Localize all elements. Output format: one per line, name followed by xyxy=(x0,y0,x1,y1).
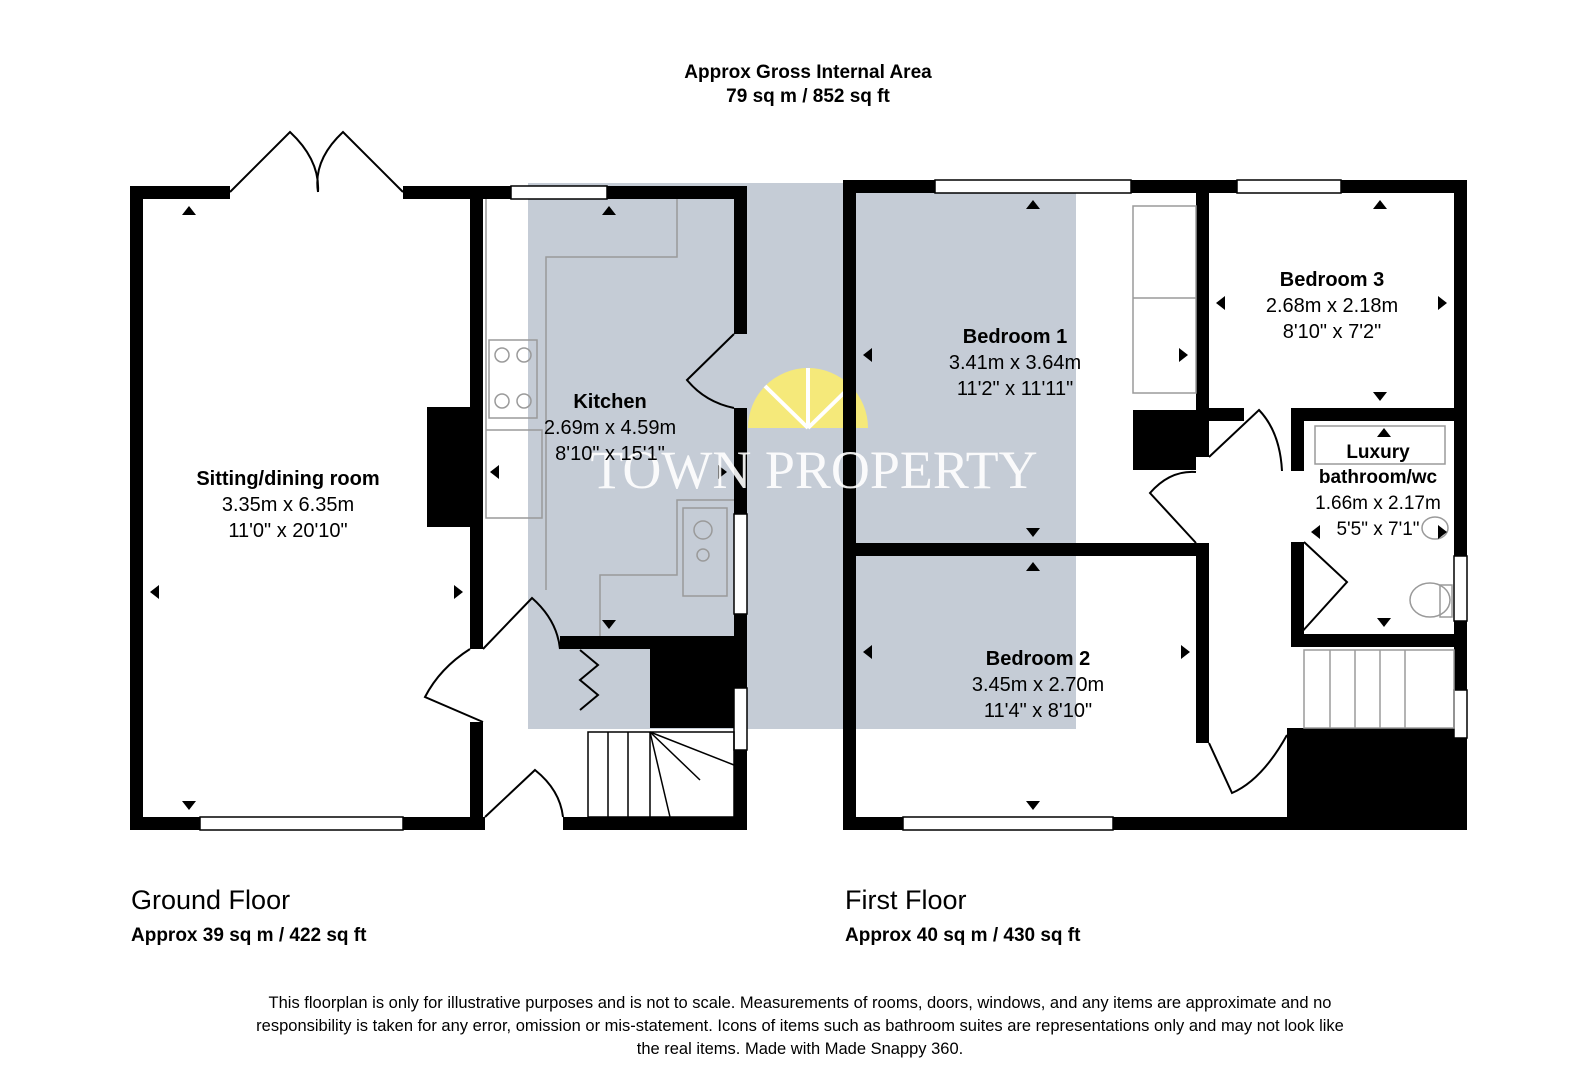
watermark-text: TOWN PROPERTY xyxy=(590,440,1037,500)
ground-floor-area: Approx 39 sq m / 422 sq ft xyxy=(131,925,367,946)
watermark-band-lower xyxy=(850,183,1076,729)
dimension-arrows xyxy=(150,200,1447,810)
room-label-bedroom-1: Bedroom 1 3.41m x 3.64m 11'2" x 11'11" xyxy=(949,326,1081,400)
room-imperial: 11'4" x 8'10" xyxy=(984,700,1092,722)
ground-floor-stairs xyxy=(587,731,735,818)
room-imperial: 11'0" x 20'10" xyxy=(228,520,347,542)
room-label-bathroom: Luxury bathroom/wc 1.66m x 2.17m 5'5" x … xyxy=(1315,442,1441,540)
room-name: Sitting/dining room xyxy=(196,468,379,490)
room-name: Bedroom 2 xyxy=(986,648,1090,670)
room-metric: 3.45m x 2.70m xyxy=(972,674,1104,696)
header-title: Approx Gross Internal Area xyxy=(684,62,932,83)
first-floor-area: Approx 40 sq m / 430 sq ft xyxy=(845,925,1081,946)
room-imperial: 5'5" x 7'1" xyxy=(1336,519,1419,540)
room-name: Kitchen xyxy=(573,391,646,413)
first-floor-plan xyxy=(843,180,1467,830)
room-imperial: 8'10" x 7'2" xyxy=(1283,321,1382,343)
first-floor-windows xyxy=(902,179,1468,831)
room-metric: 3.35m x 6.35m xyxy=(222,494,354,516)
room-imperial: 11'2" x 11'11" xyxy=(957,378,1073,400)
room-label-kitchen: Kitchen 2.69m x 4.59m 8'10" x 15'1" xyxy=(544,391,676,465)
first-floor-fixtures xyxy=(1132,205,1455,729)
first-floor-title: First Floor xyxy=(845,885,967,915)
ground-floor-title: Ground Floor xyxy=(131,885,291,915)
ground-floor-doors xyxy=(229,130,735,818)
room-label-sitting: Sitting/dining room 3.35m x 6.35m 11'0" … xyxy=(196,468,379,542)
disclaimer-text: This floorplan is only for illustrative … xyxy=(256,994,1344,1058)
room-metric: 3.41m x 3.64m xyxy=(949,352,1081,374)
room-name-line-2: bathroom/wc xyxy=(1319,467,1438,488)
room-label-bedroom-2: Bedroom 2 3.45m x 2.70m 11'4" x 8'10" xyxy=(972,648,1104,722)
first-floor-doors xyxy=(1148,408,1349,795)
kitchen-fixtures xyxy=(485,199,734,636)
room-metric: 2.68m x 2.18m xyxy=(1266,295,1398,317)
ground-floor-windows xyxy=(199,185,748,831)
room-name: Luxury xyxy=(1346,442,1410,463)
room-metric: 1.66m x 2.17m xyxy=(1315,493,1441,514)
header-area: 79 sq m / 852 sq ft xyxy=(726,86,890,107)
room-name: Bedroom 3 xyxy=(1280,269,1384,291)
room-imperial: 8'10" x 15'1" xyxy=(555,443,665,465)
room-name: Bedroom 1 xyxy=(963,326,1067,348)
room-label-bedroom-3: Bedroom 3 2.68m x 2.18m 8'10" x 7'2" xyxy=(1266,269,1398,343)
room-metric: 2.69m x 4.59m xyxy=(544,417,676,439)
